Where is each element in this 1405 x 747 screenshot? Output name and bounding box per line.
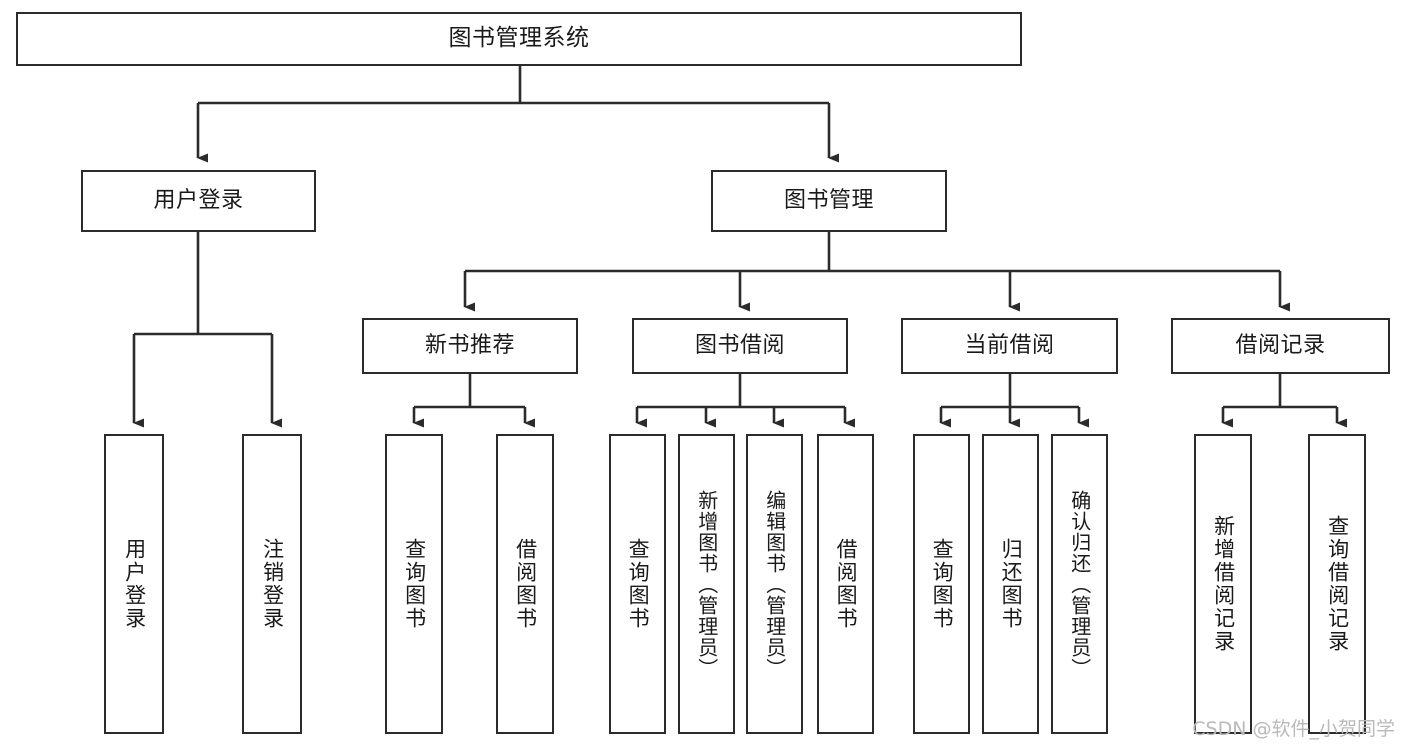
watermark-text: CSDN @软件_小贺同学 — [1192, 718, 1395, 740]
node-current-borrow[interactable]: 当前借阅 — [901, 318, 1118, 374]
node-label: 查询图书 — [402, 538, 427, 630]
node-label: 归还图书 — [999, 538, 1024, 630]
node-label: 查询图书 — [626, 538, 651, 630]
node-new-book-recommend[interactable]: 新书推荐 — [362, 318, 578, 374]
node-label: 新书推荐 — [424, 333, 515, 359]
node-leaf-user-login[interactable]: 用户登录 — [104, 434, 164, 734]
node-user-login[interactable]: 用户登录 — [81, 170, 316, 232]
node-label: 借阅记录 — [1235, 333, 1326, 359]
node-label: 编辑图书（管理员） — [762, 489, 787, 679]
node-label: 当前借阅 — [964, 333, 1055, 359]
node-root-system[interactable]: 图书管理系统 — [16, 12, 1022, 66]
node-label: 借阅图书 — [834, 538, 859, 630]
node-leaf-query-book-recommend[interactable]: 查询图书 — [385, 434, 443, 734]
node-leaf-edit-book[interactable]: 编辑图书（管理员） — [746, 434, 803, 734]
node-leaf-query-borrow-record[interactable]: 查询借阅记录 — [1308, 434, 1366, 734]
node-leaf-add-book[interactable]: 新增图书（管理员） — [678, 434, 735, 734]
node-label: 注销登录 — [260, 538, 285, 630]
node-label: 图书管理系统 — [448, 25, 590, 52]
node-label: 用户登录 — [122, 538, 147, 630]
node-label: 用户登录 — [153, 188, 244, 214]
node-leaf-query-book-current[interactable]: 查询图书 — [913, 434, 970, 734]
node-label: 新增图书（管理员） — [694, 489, 719, 679]
node-book-manage[interactable]: 图书管理 — [711, 170, 947, 232]
node-label: 图书借阅 — [694, 333, 785, 359]
node-book-borrow[interactable]: 图书借阅 — [632, 318, 848, 374]
node-label: 查询借阅记录 — [1325, 515, 1350, 653]
node-leaf-query-book-borrow[interactable]: 查询图书 — [609, 434, 666, 734]
node-label: 查询图书 — [930, 538, 955, 630]
node-leaf-borrow-book-recommend[interactable]: 借阅图书 — [496, 434, 554, 734]
node-label: 新增借阅记录 — [1211, 515, 1236, 653]
node-leaf-borrow-book[interactable]: 借阅图书 — [817, 434, 874, 734]
node-leaf-return-book[interactable]: 归还图书 — [982, 434, 1039, 734]
node-leaf-confirm-return[interactable]: 确认归还（管理员） — [1051, 434, 1108, 734]
node-label: 借阅图书 — [513, 538, 538, 630]
node-leaf-logout-login[interactable]: 注销登录 — [242, 434, 302, 734]
node-borrow-record[interactable]: 借阅记录 — [1171, 318, 1390, 374]
node-leaf-add-borrow-record[interactable]: 新增借阅记录 — [1194, 434, 1252, 734]
node-label: 图书管理 — [783, 188, 874, 214]
node-label: 确认归还（管理员） — [1067, 489, 1092, 679]
